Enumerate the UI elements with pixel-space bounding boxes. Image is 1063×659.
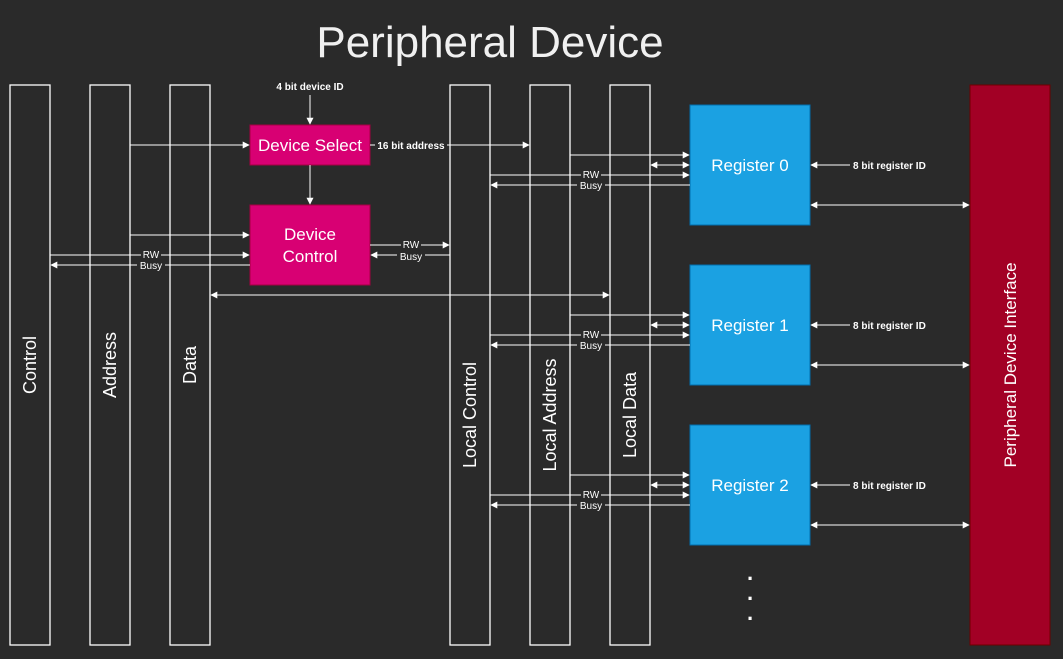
r0-rw-label: RW <box>583 170 600 181</box>
bus-local-control-label: Local Control <box>460 362 480 468</box>
r2-busy-label: Busy <box>580 501 602 512</box>
ellipsis-dot-3: . <box>747 600 753 625</box>
bus-local-data-label: Local Data <box>620 371 640 458</box>
peripheral-interface-block: Peripheral Device Interface <box>969 84 1051 646</box>
signal-labels: 4 bit device ID 16 bit address RW Busy R… <box>137 80 932 512</box>
connection-wires <box>50 95 970 529</box>
bus-control: Control <box>9 84 51 646</box>
r1-rw-label: RW <box>583 330 600 341</box>
bus-address: Address <box>89 84 131 646</box>
r1-busy-label: Busy <box>580 341 602 352</box>
bus-local-address-label: Local Address <box>540 358 560 471</box>
device-control-label-line1: Device <box>284 225 336 244</box>
r1-register-id-label: 8 bit register ID <box>853 321 926 332</box>
address16-label: 16 bit address <box>377 141 445 152</box>
bus-data-label: Data <box>180 345 200 384</box>
busy-label-main: Busy <box>140 261 162 272</box>
page-title: Peripheral Device <box>316 18 663 67</box>
device-control-label-line2: Control <box>283 247 338 266</box>
bus-local-address: Local Address <box>529 84 571 646</box>
ellipsis-dot-1: . <box>747 560 753 585</box>
r0-register-id-label: 8 bit register ID <box>853 161 926 172</box>
bus-data: Data <box>169 84 211 646</box>
r2-register-id-label: 8 bit register ID <box>853 481 926 492</box>
register-0-label: Register 0 <box>711 156 788 175</box>
register-2-block: Register 2 <box>689 424 811 546</box>
r0-busy-label: Busy <box>580 181 602 192</box>
device-control-block: Device Control <box>249 204 371 286</box>
peripheral-interface-label: Peripheral Device Interface <box>1001 262 1020 467</box>
rw-label-main: RW <box>143 250 160 261</box>
bus-control-label: Control <box>20 336 40 394</box>
register-2-label: Register 2 <box>711 476 788 495</box>
register-1-block: Register 1 <box>689 264 811 386</box>
device-id-label: 4 bit device ID <box>276 82 343 93</box>
device-select-block: Device Select <box>249 124 371 166</box>
register-1-label: Register 1 <box>711 316 788 335</box>
bus-local-control: Local Control <box>449 84 491 646</box>
bus-address-label: Address <box>100 332 120 398</box>
register-0-block: Register 0 <box>689 104 811 226</box>
device-select-label: Device Select <box>258 136 362 155</box>
bus-local-data: Local Data <box>609 84 651 646</box>
busy-label-local: Busy <box>400 252 422 263</box>
ellipsis-dot-2: . <box>747 580 753 605</box>
rw-label-local: RW <box>403 240 420 251</box>
more-registers-ellipsis: . . . <box>747 560 753 625</box>
r2-rw-label: RW <box>583 490 600 501</box>
